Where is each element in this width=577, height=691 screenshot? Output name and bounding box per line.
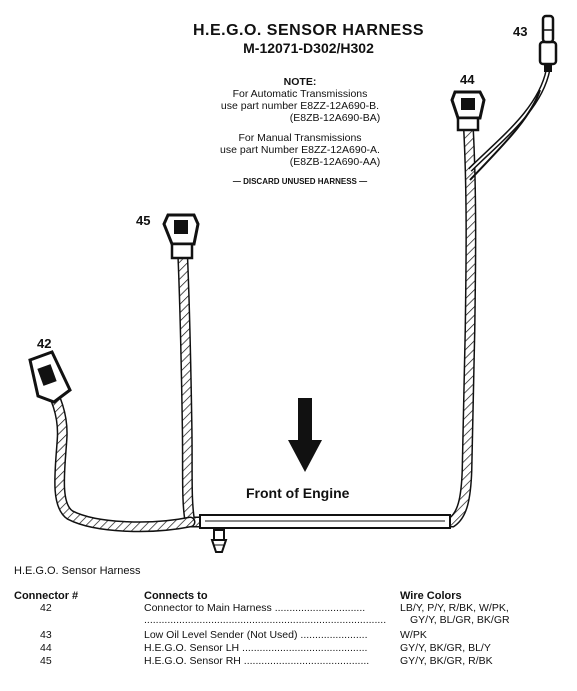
diagram-subtitle: M-12071-D302/H302 xyxy=(243,40,374,56)
wire-43 xyxy=(468,69,551,181)
harness-bottom-tube xyxy=(199,514,451,529)
row-42-colors: LB/Y, P/Y, R/BK, W/PK, xyxy=(400,602,509,614)
label-44: 44 xyxy=(460,72,475,87)
header-connects-to: Connects to xyxy=(144,590,208,602)
row-45-colors: GY/Y, BK/GR, R/BK xyxy=(400,655,493,667)
row-44-colors: GY/Y, BK/GR, BL/Y xyxy=(400,642,491,654)
row-45-connects: H.E.G.O. Sensor RH .....................… xyxy=(144,655,370,667)
front-of-engine-label: Front of Engine xyxy=(246,485,350,501)
connector-45 xyxy=(162,213,200,260)
note-heading: NOTE: xyxy=(283,76,317,88)
connector-42 xyxy=(28,350,72,404)
row-42-dots: ........................................… xyxy=(144,614,387,626)
label-42: 42 xyxy=(37,336,52,351)
row-42-num: 42 xyxy=(40,602,52,614)
harness-branch-42 xyxy=(39,372,196,533)
row-42-connects: Connector to Main Harness ..............… xyxy=(144,602,366,614)
note-auto-line2: use part number E8ZZ-12A690-B. xyxy=(220,100,380,112)
ground-stud xyxy=(210,529,228,553)
row-43-colors: W/PK xyxy=(400,629,427,641)
note-auto-line3: (E8ZB-12A690-BA) xyxy=(289,112,381,124)
note-discard: — DISCARD UNUSED HARNESS — xyxy=(232,177,368,186)
note-manual-line2: use part Number E8ZZ-12A690-A. xyxy=(220,144,380,156)
row-44-num: 44 xyxy=(40,642,52,654)
connector-44 xyxy=(450,90,486,132)
row-42-colors2: GY/Y, BL/GR, BK/GR xyxy=(410,614,510,626)
label-43: 43 xyxy=(513,24,528,39)
row-45-num: 45 xyxy=(40,655,52,667)
header-connector: Connector # xyxy=(14,590,79,602)
row-43-connects: Low Oil Level Sender (Not Used) ........… xyxy=(144,629,368,641)
front-arrow xyxy=(288,398,322,472)
note-block: NOTE: For Automatic Transmissions use pa… xyxy=(180,76,420,188)
note-auto-line1: For Automatic Transmissions xyxy=(232,88,368,100)
row-44-connects: H.E.G.O. Sensor LH .....................… xyxy=(144,642,368,654)
diagram-title: H.E.G.O. SENSOR HARNESS xyxy=(192,22,425,39)
connector-43 xyxy=(538,14,558,72)
header-wire-colors: Wire Colors xyxy=(400,590,462,602)
note-manual-line1: For Manual Transmissions xyxy=(238,132,362,144)
table-title: H.E.G.O. Sensor Harness xyxy=(14,565,141,577)
row-43-num: 43 xyxy=(40,629,52,641)
label-45: 45 xyxy=(136,213,151,228)
note-manual-line3: (E8ZB-12A690-AA) xyxy=(289,156,381,168)
